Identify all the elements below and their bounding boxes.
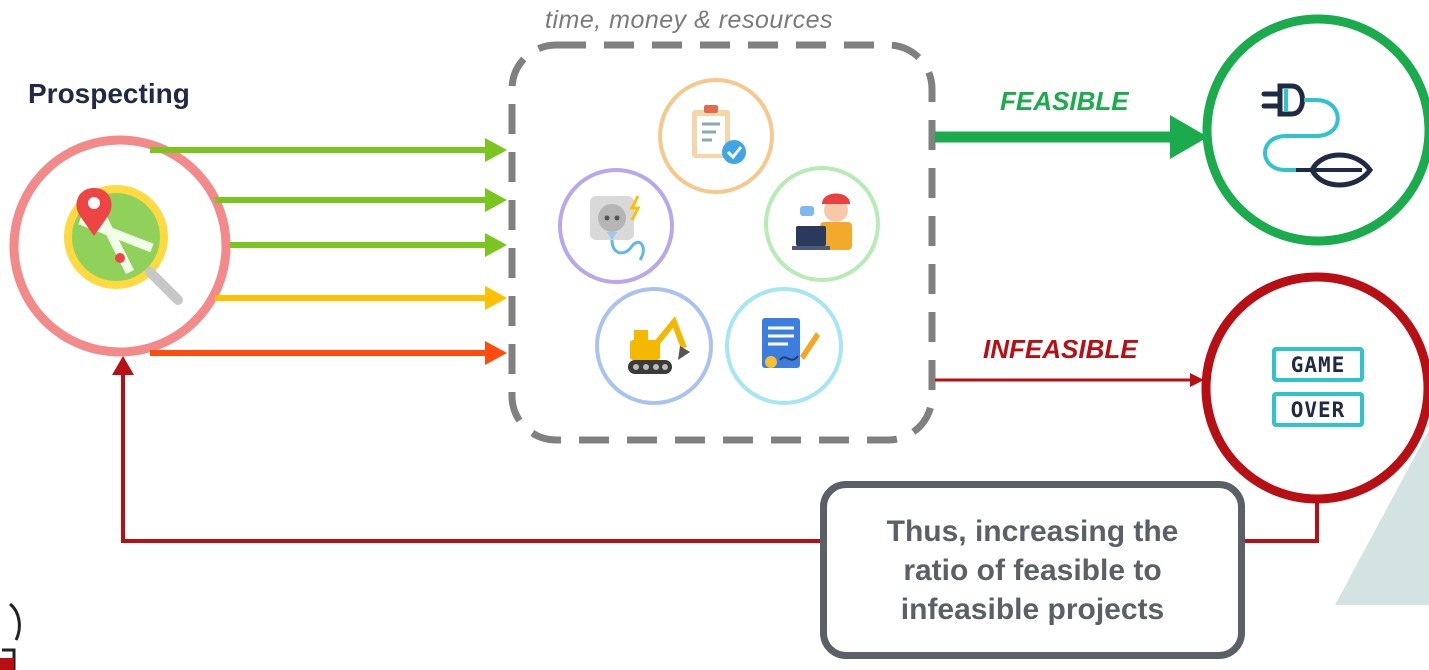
infeasible-label: INFEASIBLE xyxy=(983,334,1138,364)
conclusion-text: Thus, increasing the ratio of feasible t… xyxy=(886,514,1179,626)
prospecting-label: Prospecting xyxy=(28,78,190,109)
decorative-triangle xyxy=(1335,430,1429,605)
map-search-icon xyxy=(64,185,183,305)
feasible-arrow xyxy=(935,115,1208,159)
infeasible-arrow xyxy=(935,373,1204,387)
feasible-label: FEASIBLE xyxy=(1000,86,1129,116)
power-outlet-icon xyxy=(558,168,674,284)
return-loop xyxy=(112,356,1319,543)
engineer-laptop-icon xyxy=(764,166,880,282)
resources-caption: time, money & resources xyxy=(545,6,833,34)
conclusion-callout: Thus, increasing the ratio of feasible t… xyxy=(820,481,1245,659)
feasible-circle xyxy=(1202,14,1429,246)
game-over-icon-line2: OVER xyxy=(1272,392,1364,427)
checklist-clipboard-icon xyxy=(658,78,774,194)
plug-leaf-icon xyxy=(1261,83,1374,188)
resources-dashed-box xyxy=(508,41,936,444)
corner-red-mark xyxy=(0,658,14,670)
project-arrows xyxy=(150,138,507,365)
game-over-icon-line1: GAME xyxy=(1272,347,1364,382)
excavator-icon xyxy=(595,287,713,405)
infeasible-circle xyxy=(1201,272,1429,504)
signed-document-icon xyxy=(725,287,843,405)
